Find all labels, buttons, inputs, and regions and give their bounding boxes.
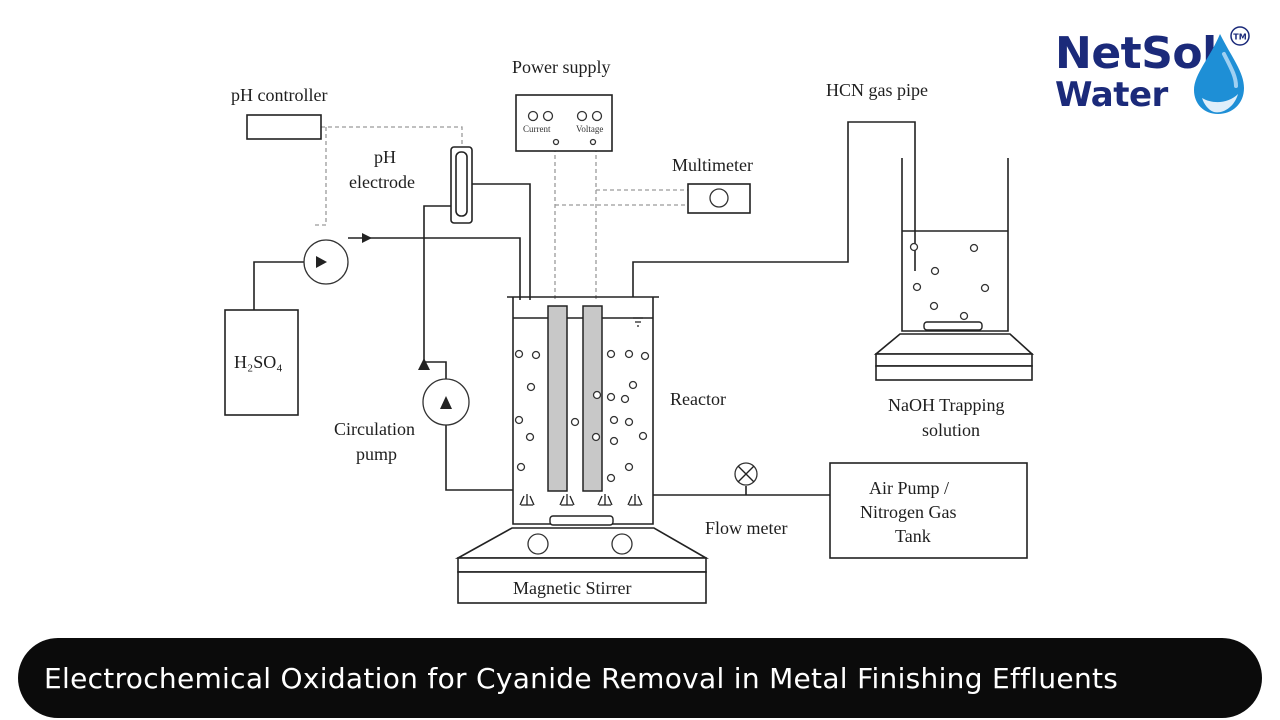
reactor-label: Reactor	[670, 389, 726, 409]
flow-meter-label: Flow meter	[705, 518, 788, 538]
air-pump-label-2: Nitrogen Gas	[860, 502, 956, 522]
ph-electrode-label-2: electrode	[349, 172, 415, 192]
current-label: Current	[523, 124, 551, 134]
circulation-pump-label-2: pump	[356, 444, 397, 464]
ph-electrode-label-1: pH	[374, 147, 396, 167]
multimeter-label: Multimeter	[672, 155, 753, 175]
power-supply: Current Voltage	[515, 94, 613, 152]
title-banner: Electrochemical Oxidation for Cyanide Re…	[18, 638, 1262, 718]
flow-meter	[734, 462, 758, 486]
circulation-pump	[422, 378, 470, 426]
circulation-feed-line	[423, 205, 451, 380]
electrode-wire	[472, 183, 531, 300]
naoh-label-1: NaOH Trapping	[888, 395, 1005, 415]
voltage-label: Voltage	[576, 124, 603, 134]
reactor	[507, 296, 659, 526]
trademark-symbol: TM	[1233, 33, 1246, 42]
ph-controller	[246, 114, 322, 140]
hcn-gas-pipe	[632, 121, 916, 297]
circulation-arrow	[418, 358, 430, 370]
anode-electrode	[547, 305, 568, 492]
flow-arrow	[362, 233, 372, 243]
ph-controller-label: pH controller	[231, 85, 327, 105]
magnetic-stirrer-label: Magnetic Stirrer	[513, 578, 631, 598]
naoh-trap	[873, 158, 1035, 381]
multimeter	[687, 183, 751, 214]
ground-symbol	[633, 317, 643, 327]
control-signal-lines	[314, 126, 688, 300]
acid-tank	[224, 309, 299, 416]
power-supply-label: Power supply	[512, 57, 611, 77]
banner-title: Electrochemical Oxidation for Cyanide Re…	[44, 661, 1119, 695]
acid-tank-label: H₂SO₄	[234, 352, 283, 372]
acid-feed-line	[253, 261, 304, 310]
air-pump-label-1: Air Pump /	[869, 478, 949, 498]
water-drop-icon: TM	[1194, 26, 1250, 114]
ph-electrode	[450, 146, 473, 224]
air-pump-label-3: Tank	[895, 526, 931, 546]
circulation-pump-label-1: Circulation	[334, 419, 415, 439]
reactor-bubbles	[514, 349, 650, 483]
naoh-label-2: solution	[922, 420, 980, 440]
cathode-electrode	[582, 305, 603, 492]
circulation-return-line	[445, 425, 513, 491]
dosing-pump	[303, 239, 349, 285]
spargers	[519, 494, 643, 506]
magnetic-stirrer	[454, 527, 709, 604]
air-pump-tank	[829, 462, 1028, 559]
logo-line-1: NetSol	[1055, 28, 1217, 79]
netsol-water-logo: NetSol Water TM	[1052, 24, 1252, 124]
stir-bar	[549, 515, 614, 526]
dosing-line	[348, 237, 521, 300]
logo-line-2: Water	[1055, 75, 1168, 115]
hcn-gas-pipe-label: HCN gas pipe	[826, 80, 928, 100]
